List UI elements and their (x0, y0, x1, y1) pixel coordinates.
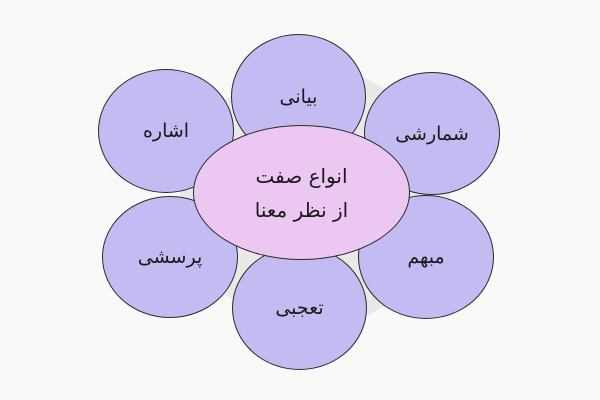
center-title-line2: از نظر معنا (254, 197, 349, 222)
node-label: تعجبی (275, 297, 324, 319)
node-label: شمارشی (395, 122, 469, 145)
center-title-line1: انواع صفت (255, 163, 348, 188)
node-label: اشاره (142, 120, 190, 142)
node-label: بیانی (279, 85, 318, 108)
node-label: پرسشی (137, 246, 203, 268)
node-tajobi: تعجبی (232, 246, 367, 370)
center-node: انواع صفت از نظر معنا (193, 125, 410, 260)
node-label: مبهم (407, 246, 445, 268)
